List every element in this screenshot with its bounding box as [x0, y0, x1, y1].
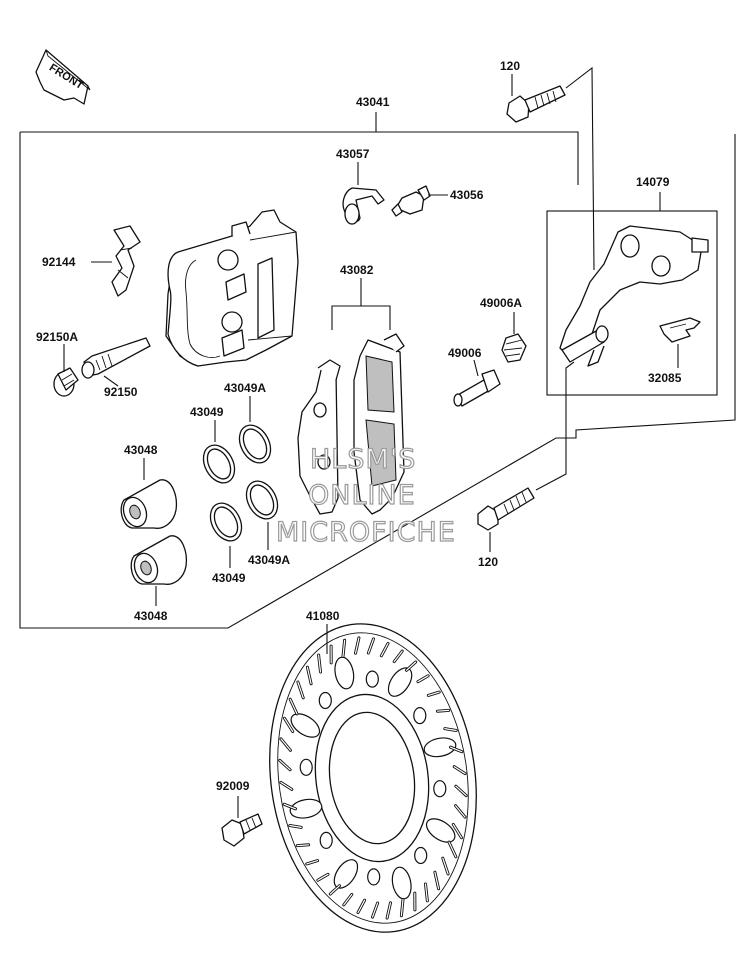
label-disc: 41080	[306, 609, 340, 623]
label-seal-a-bottom: 43049A	[248, 553, 290, 567]
bolt-top	[506, 66, 595, 271]
label-seal-bottom: 43049	[212, 571, 246, 585]
bracket-spring	[659, 317, 701, 368]
label-disc-bolt: 92009	[216, 779, 250, 793]
pad-spring	[91, 225, 141, 297]
brake-disc	[269, 623, 477, 933]
label-bolt-top: 120	[500, 59, 520, 73]
pad-set	[297, 278, 405, 515]
plug-screw	[53, 344, 79, 397]
piston-seals	[202, 396, 279, 568]
label-pad-set: 43082	[340, 263, 374, 277]
boot	[453, 359, 501, 407]
label-bleeder-valve: 43056	[450, 188, 484, 202]
watermark: HLSM'S ONLINE MICROFICHE	[275, 443, 456, 548]
label-pad-spring: 92144	[42, 255, 76, 269]
label-seal-top: 43049	[190, 405, 224, 419]
front-arrow-icon: FRONT	[35, 49, 91, 105]
label-piston-top: 43048	[124, 443, 158, 457]
caliper-bracket	[559, 225, 709, 367]
label-bolt-bottom: 120	[478, 555, 498, 569]
label-plug: 92150A	[36, 330, 78, 344]
caliper-body	[165, 209, 299, 367]
label-piston-bottom: 43048	[134, 609, 168, 623]
bolt-bottom	[477, 361, 575, 552]
label-spring-bracket: 32085	[648, 371, 682, 385]
bleeder-valve	[391, 185, 448, 217]
disc-bolt	[221, 796, 263, 847]
part-labels: 120 43041 14079 43057 43056 92144 43082 …	[36, 59, 682, 793]
watermark-line-2: ONLINE	[308, 480, 416, 511]
watermark-line-3: MICROFICHE	[276, 517, 456, 548]
label-bracket-assy: 14079	[636, 175, 670, 189]
label-caliper-assy: 43041	[356, 95, 390, 109]
pistons	[120, 458, 188, 606]
label-pin: 92150	[104, 385, 138, 399]
label-boot: 49006	[448, 346, 482, 360]
label-seal-a-top: 43049A	[224, 381, 266, 395]
caliper-pin	[81, 337, 151, 387]
boot-a	[501, 312, 527, 363]
label-bleeder-cap: 43057	[336, 147, 370, 161]
label-boot-a: 49006A	[480, 296, 522, 310]
watermark-line-1: HLSM'S	[310, 444, 416, 475]
bracket-frame	[546, 192, 718, 396]
bleeder-cap	[342, 162, 385, 225]
